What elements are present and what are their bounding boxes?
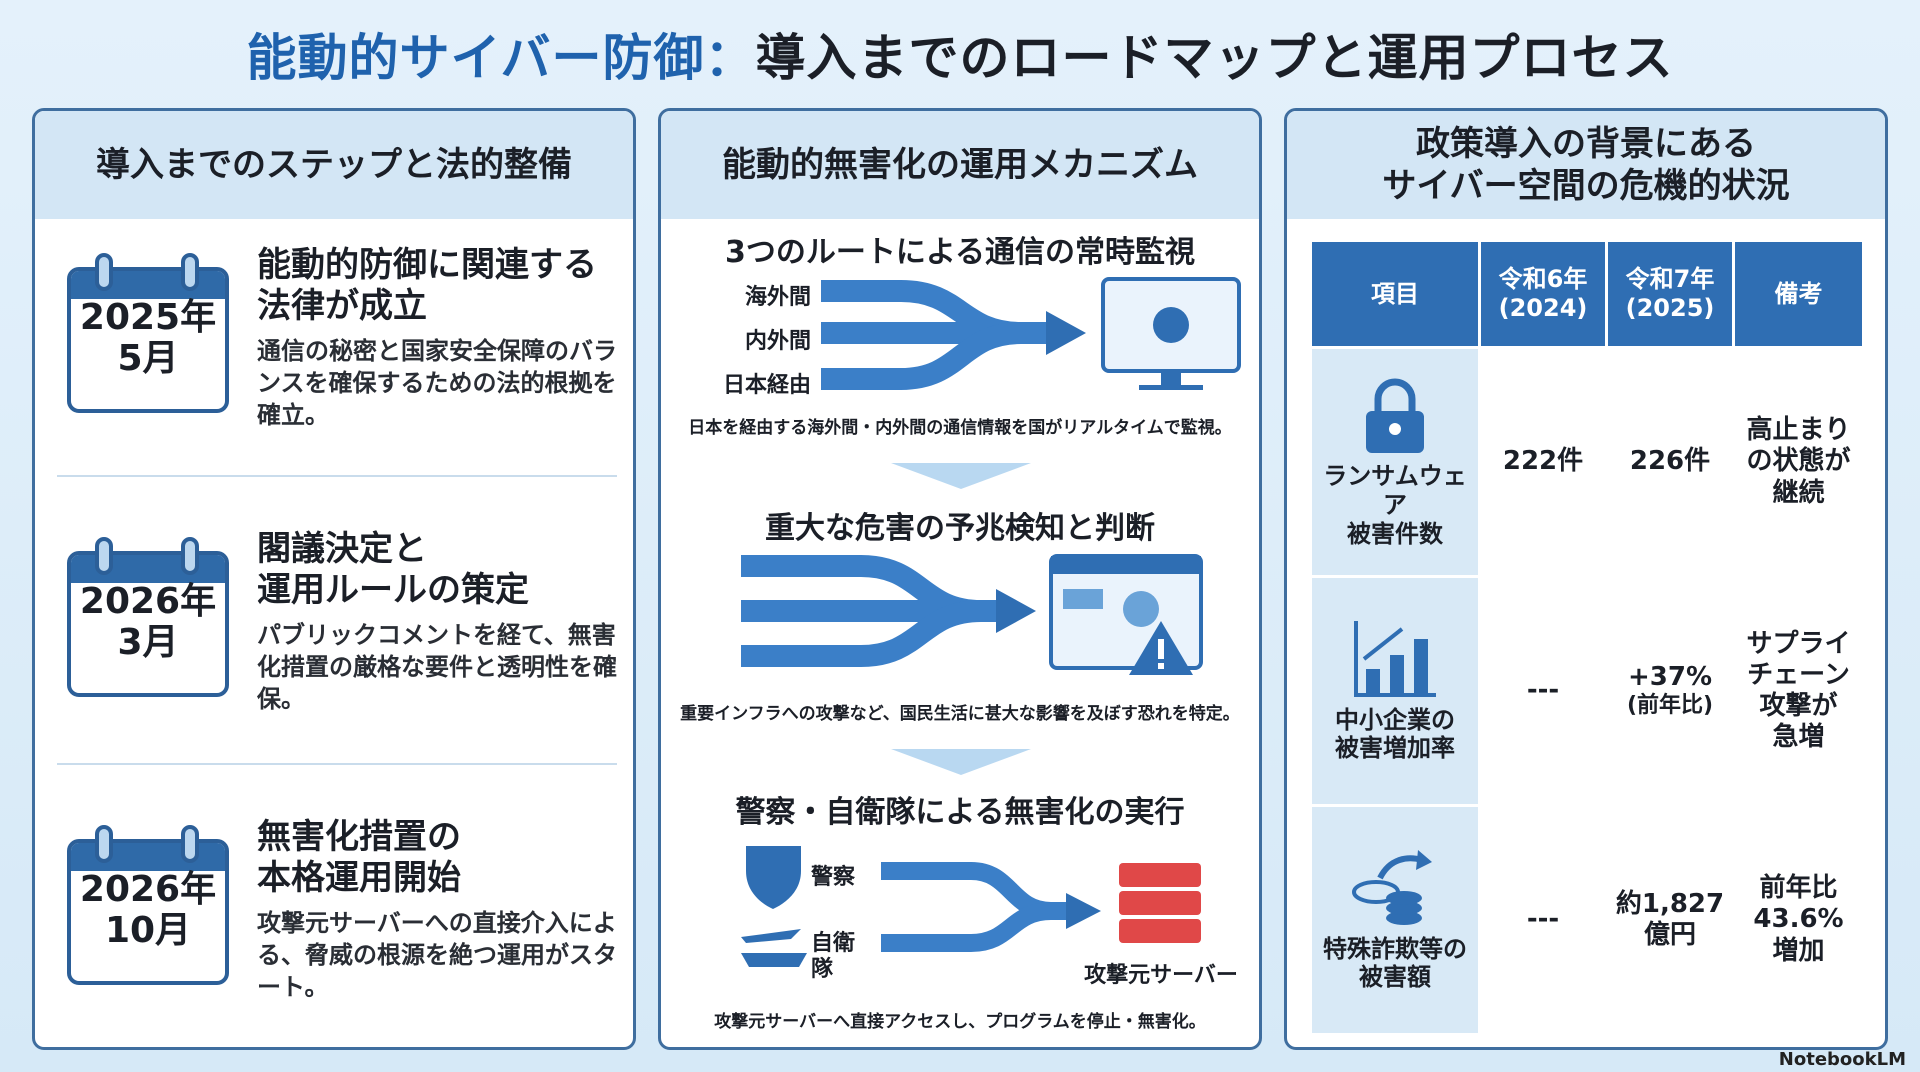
monitor-icon: [1101, 277, 1241, 390]
section-caption: 攻撃元サーバーへ直接アクセスし、プログラムを停止・無害化。: [714, 1012, 1206, 1032]
step-desc: 攻撃元サーバーへの直接介入による、脅威の根源を絶つ運用がスタート。: [257, 908, 617, 1002]
plane-icon: [741, 929, 801, 943]
ship-icon: [741, 953, 807, 967]
step-desc: パブリックコメントを経て、無害化措置の厳格な要件と透明性を確保。: [257, 620, 617, 714]
down-arrow-icon: [891, 749, 1031, 775]
calendar-icon: 2026年 10月: [67, 825, 229, 985]
panel-heading: 能動的無害化の運用メカニズム: [661, 111, 1259, 219]
down-arrow-icon: [891, 463, 1031, 489]
divider: [57, 763, 617, 765]
notebooklm-logo: NotebookLM: [1778, 1049, 1906, 1070]
lock-icon: [1366, 378, 1424, 454]
background-panel: 政策導入の背景にある サイバー空間の危機的状況 項目 令和6年 (2024) 令…: [1284, 108, 1888, 1050]
police-and-sdf-icons: [741, 846, 807, 967]
detection-flow-diagram: [741, 554, 1203, 675]
section-caption: 日本を経由する海外間・内外間の通信情報を国がリアルタイムで監視。: [688, 418, 1232, 438]
step-title: 能動的防御に関連する 法律が成立: [257, 245, 597, 326]
calendar-icon: 2026年 3月: [67, 537, 229, 697]
statistics-table: 項目 令和6年 (2024) 令和7年 (2025) 備考 ランサムウェア 被害…: [1309, 239, 1865, 1036]
table-row: ランサムウェア 被害件数 222件 226件 高止まり の状態が 継続: [1312, 349, 1862, 575]
step-desc: 通信の秘密と国家安全保障のバランスを確保するための法的根拠を確立。: [257, 336, 617, 430]
section-title: 3つのルートによる通信の常時監視: [725, 235, 1195, 270]
section-caption: 重要インフラへの攻撃など、国民生活に甚大な影響を及ぼす恐れを特定。: [680, 704, 1240, 724]
step-item: 2026年 10月 無害化措置の 本格運用開始攻撃元サーバーへの直接介入による、…: [35, 795, 633, 1047]
bar-chart-icon: [1354, 620, 1436, 697]
page-title: 能動的サイバー防御：導入までのロードマップと運用プロセス: [246, 29, 1674, 87]
warning-icon: [1129, 621, 1193, 675]
coins-icon: [1352, 849, 1432, 925]
step-title: 閣議決定と 運用ルールの策定: [257, 529, 529, 610]
step-item: 2026年 3月 閣議決定と 運用ルールの策定パブリックコメントを経て、無害化措…: [35, 507, 633, 787]
table-header: 項目 令和6年 (2024) 令和7年 (2025) 備考: [1312, 242, 1862, 346]
step-title: 無害化措置の 本格運用開始: [257, 817, 461, 898]
section-title: 警察・自衛隊による無害化の実行: [735, 795, 1185, 830]
roadmap-panel: 導入までのステップと法的整備 2025年 5月 能動的防御に関連する 法律が成立…: [32, 108, 636, 1050]
mechanism-panel: 能動的無害化の運用メカニズム 3つのルートによる通信の常時監視 海外間 内外間 …: [658, 108, 1262, 1050]
step-item: 2025年 5月 能動的防御に関連する 法律が成立通信の秘密と国家安全保障のバラ…: [35, 223, 633, 503]
server-icon: [1119, 863, 1201, 943]
monitoring-flow-diagram: [821, 277, 1241, 390]
panel-heading: 導入までのステップと法的整備: [35, 111, 633, 219]
panel-heading: 政策導入の背景にある サイバー空間の危機的状況: [1287, 111, 1885, 219]
neutralize-flow-diagram: [881, 862, 1201, 952]
divider: [57, 475, 617, 477]
table-row: 中小企業の 被害増加率 --- +37%(前年比) サプライ チェーン 攻撃が …: [1312, 578, 1862, 804]
shield-icon: [746, 846, 801, 909]
section-title: 重大な危害の予兆検知と判断: [765, 511, 1155, 546]
calendar-icon: 2025年 5月: [67, 253, 229, 413]
